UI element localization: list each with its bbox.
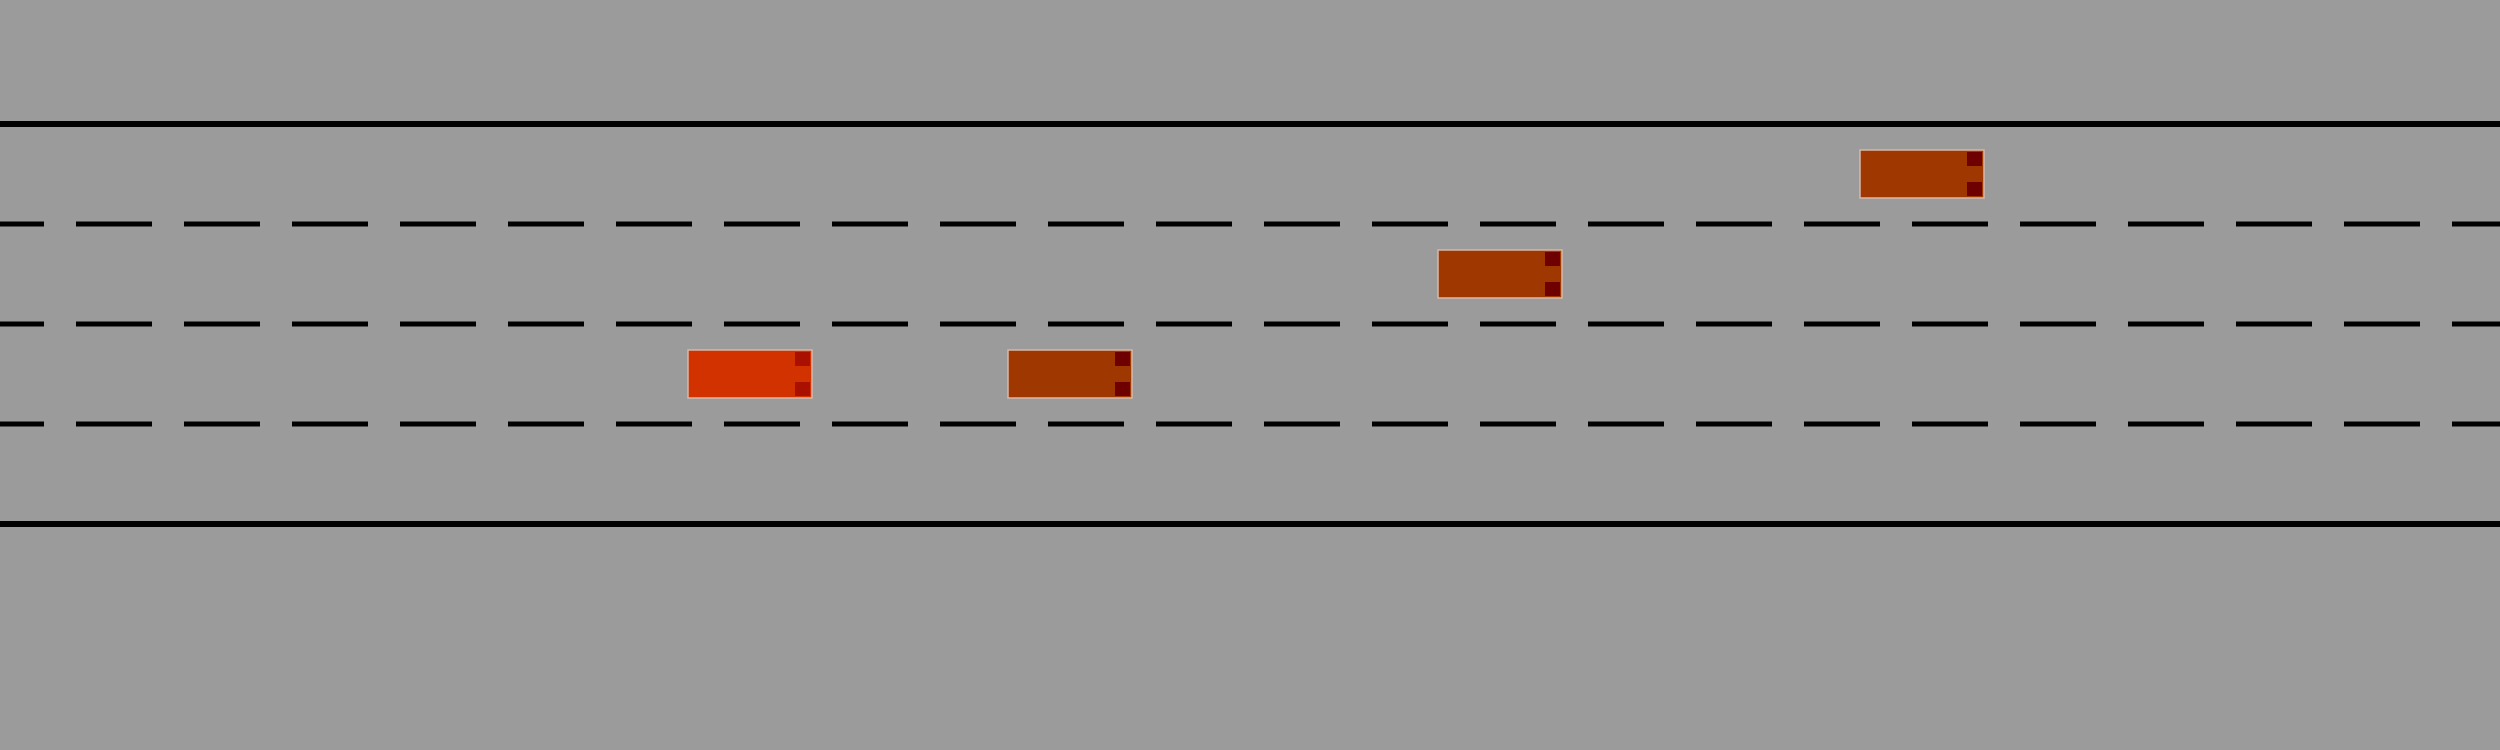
vehicle-light-left (1115, 352, 1130, 366)
vehicle-car-2 (1437, 249, 1563, 299)
vehicle-light-left (795, 352, 810, 366)
ego-vehicle (687, 349, 813, 399)
vehicles-layer (687, 149, 1985, 399)
vehicle-car-1 (1007, 349, 1133, 399)
vehicle-body (1859, 149, 1985, 199)
vehicle-body (1007, 349, 1133, 399)
vehicle-light-right (1115, 382, 1130, 396)
vehicle-light-right (1967, 182, 1982, 196)
vehicle-light-right (795, 382, 810, 396)
vehicle-light-left (1967, 152, 1982, 166)
vehicle-body (1437, 249, 1563, 299)
vehicle-car-3 (1859, 149, 1985, 199)
vehicle-light-right (1545, 282, 1560, 296)
vehicle-body (687, 349, 813, 399)
vehicle-light-left (1545, 252, 1560, 266)
